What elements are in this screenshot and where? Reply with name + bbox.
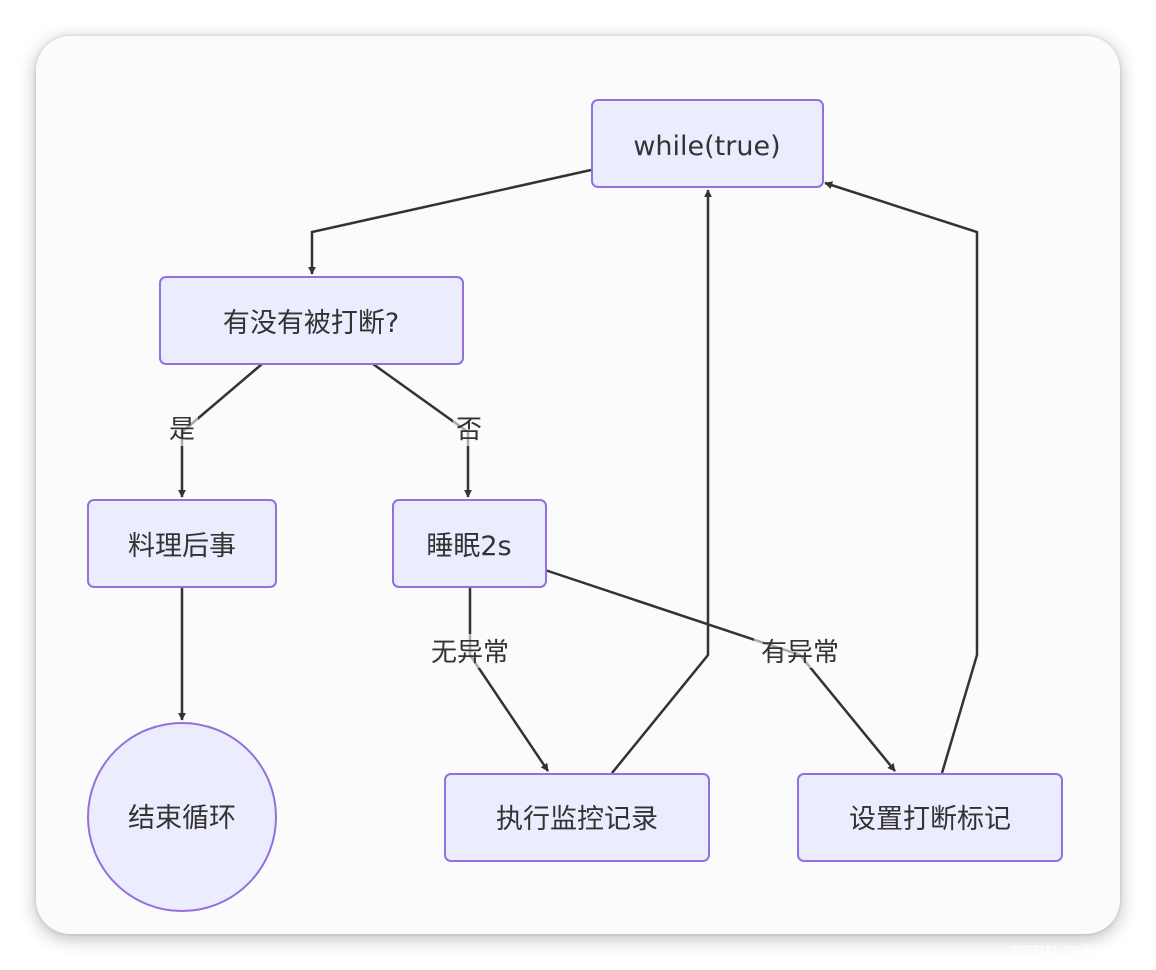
node-cleanup-label: 料理后事: [128, 531, 236, 562]
node-end: [87, 722, 277, 912]
node-monitor-label: 执行监控记录: [496, 804, 658, 835]
edge-label-no-bg: [453, 412, 485, 446]
edge-label-no: 否: [456, 415, 482, 445]
node-monitor: [444, 773, 710, 862]
edge-while-to-interrupted: [308, 168, 592, 275]
watermark: CSDN @永恒的: [1011, 942, 1126, 961]
node-sleep-label: 睡眠2s: [426, 531, 511, 562]
edge-set-flag-to-while: [824, 181, 979, 774]
node-while: [591, 99, 824, 188]
node-interrupted: [159, 276, 464, 365]
node-sleep: [392, 499, 547, 588]
node-while-label: while(true): [633, 131, 780, 162]
edge-label-has-exception-bg: [754, 634, 848, 668]
node-cleanup: [87, 499, 277, 588]
edge-label-has-exception: 有异常: [761, 638, 839, 668]
edge-label-no-exception: 无异常: [431, 638, 509, 668]
node-set-flag-label: 设置打断标记: [849, 804, 1011, 835]
node-interrupted-label: 有没有被打断?: [223, 308, 399, 339]
edge-label-no-exception-bg: [424, 634, 518, 668]
edge-label-yes-bg: [166, 412, 198, 446]
edge-label-yes: 是: [169, 415, 195, 445]
edge-sleep-to-monitor: [468, 587, 550, 772]
node-set-flag: [797, 773, 1063, 862]
node-end-label: 结束循环: [128, 803, 236, 834]
edge-sleep-to-set-flag: [544, 568, 896, 772]
edge-monitor-to-while: [611, 189, 712, 774]
